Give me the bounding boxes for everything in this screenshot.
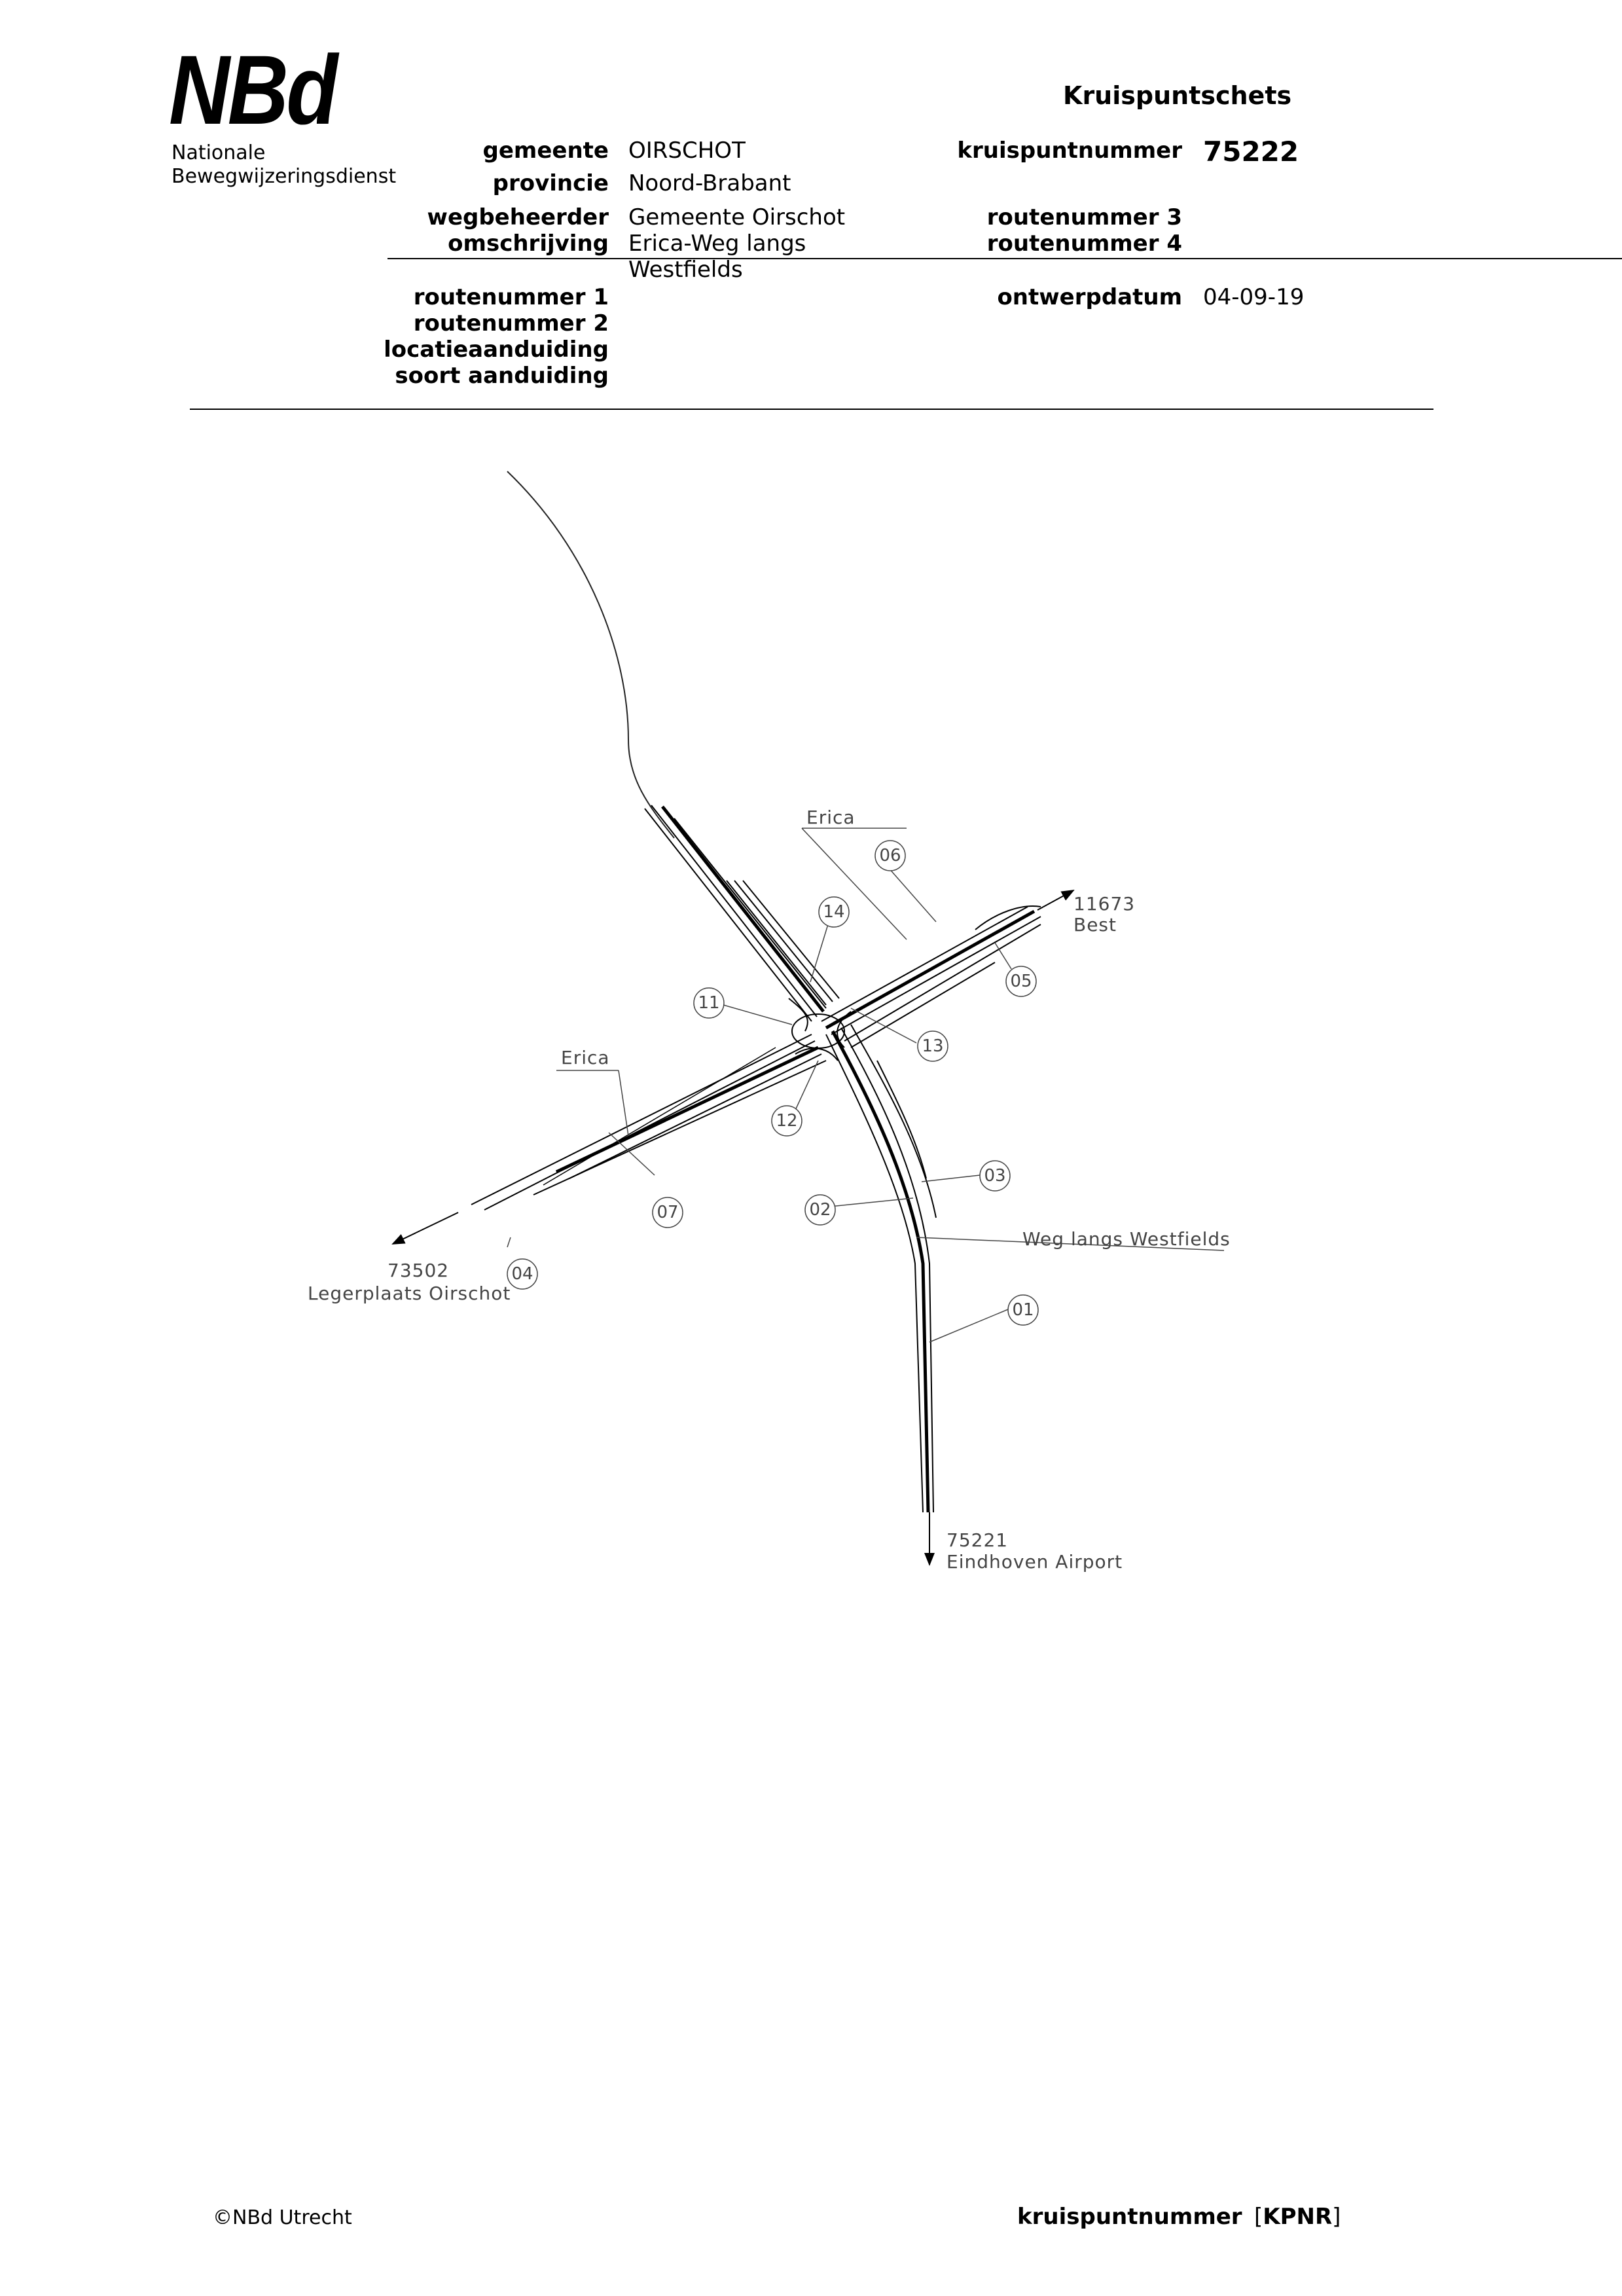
label-omschrijving: omschrijving <box>448 230 609 257</box>
sign-marker-07: 07 <box>652 1197 683 1228</box>
nw-approach <box>644 805 840 1022</box>
oirschot-direction-arrow <box>391 1212 459 1245</box>
label-routenummer-3: routenummer 3 <box>986 204 1182 230</box>
sign-marker-14: 14 <box>818 896 850 928</box>
sign-marker-02: 02 <box>804 1194 836 1226</box>
sign-number-01: 01 <box>1012 1300 1034 1320</box>
label-routenummer-2: routenummer 2 <box>413 310 609 337</box>
sign-number-05: 05 <box>1010 972 1032 991</box>
sign-marker-06: 06 <box>874 840 906 871</box>
footer-kp-label: kruispuntnummer <box>1017 2204 1242 2230</box>
sign-number-04: 04 <box>511 1264 533 1284</box>
label-routenummer-1: routenummer 1 <box>413 284 609 310</box>
sign-number-03: 03 <box>984 1166 1005 1186</box>
label-kruispuntnummer: kruispuntnummer <box>957 137 1182 164</box>
value-kruispuntnummer: 75222 <box>1203 136 1299 168</box>
intersection-centre <box>788 998 852 1061</box>
sign-number-06: 06 <box>879 846 901 866</box>
sheet-title: Kruispuntschets <box>1063 81 1292 110</box>
sign-number-02: 02 <box>809 1200 831 1220</box>
south-arm <box>825 1024 937 1513</box>
sign-marker-04: 04 <box>507 1258 538 1290</box>
road-label-weg-langs-westfields: Weg langs Westfields <box>1022 1228 1231 1250</box>
footer-kp-code: KPNR <box>1263 2204 1333 2230</box>
sign-number-13: 13 <box>922 1036 943 1056</box>
sign-number-14: 14 <box>823 902 844 922</box>
sign-marker-13: 13 <box>917 1030 948 1062</box>
sign-number-11: 11 <box>698 993 719 1013</box>
value-wegbeheerder: Gemeente Oirschot <box>628 204 846 230</box>
value-omschrijving-line2: Westfields <box>628 257 743 283</box>
label-routenummer-4: routenummer 4 <box>986 230 1182 257</box>
sign-marker-01: 01 <box>1007 1294 1039 1326</box>
sign-leaders <box>507 867 1012 1343</box>
label-soort-aanduiding: soort aanduiding <box>395 363 609 389</box>
destination-eindhoven-name: Eindhoven Airport <box>946 1551 1123 1573</box>
sign-marker-03: 03 <box>979 1160 1011 1192</box>
nbd-logo: NBd <box>169 35 338 145</box>
sign-number-12: 12 <box>776 1111 797 1131</box>
best-direction-arrow <box>1037 890 1075 911</box>
sign-marker-05: 05 <box>1005 966 1037 997</box>
destination-oirschot-number: 73502 <box>387 1260 449 1281</box>
logo-line-nationale: Nationale <box>171 141 266 164</box>
logo-line-bewegwijzeringsdienst: Bewegwijzeringsdienst <box>171 165 397 188</box>
destination-eindhoven-number: 75221 <box>946 1529 1008 1551</box>
value-gemeente: OIRSCHOT <box>628 137 746 164</box>
north-road-curve <box>507 471 675 839</box>
label-gemeente: gemeente <box>482 137 609 164</box>
footer-copyright: ©NBd Utrecht <box>213 2206 352 2229</box>
label-leaders <box>556 828 1225 1251</box>
header-divider <box>387 258 1622 259</box>
label-provincie: provincie <box>492 170 609 196</box>
road-label-erica-north: Erica <box>806 807 856 828</box>
ne-arm <box>821 905 1041 1048</box>
sw-arm <box>471 1034 827 1211</box>
road-label-erica-west: Erica <box>561 1047 610 1068</box>
label-ontwerpdatum: ontwerpdatum <box>997 284 1182 310</box>
sign-number-07: 07 <box>657 1203 678 1222</box>
header-bottom-rule <box>190 409 1433 410</box>
label-locatieaanduiding: locatieaanduiding <box>384 337 609 363</box>
sign-marker-11: 11 <box>693 987 725 1019</box>
destination-best-number: 11673 <box>1073 893 1135 915</box>
sign-marker-12: 12 <box>771 1105 802 1137</box>
destination-oirschot-name: Legerplaats Oirschot <box>308 1283 511 1304</box>
label-wegbeheerder: wegbeheerder <box>427 204 609 230</box>
footer-kp-value: [KPNR] <box>1254 2204 1341 2230</box>
value-provincie: Noord-Brabant <box>628 170 791 196</box>
value-omschrijving-line1: Erica-Weg langs <box>628 230 806 257</box>
value-ontwerpdatum: 04-09-19 <box>1203 284 1305 310</box>
destination-best-name: Best <box>1073 914 1117 936</box>
